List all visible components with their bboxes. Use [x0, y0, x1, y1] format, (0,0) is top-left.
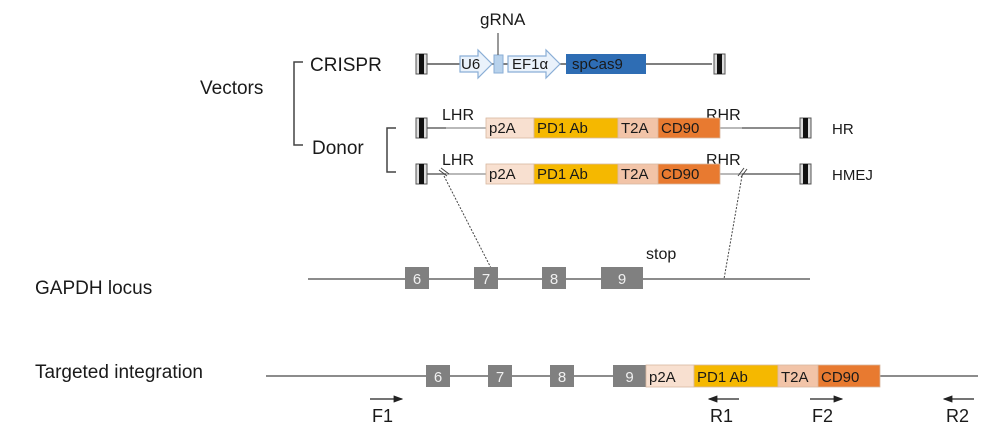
- vectors-label: Vectors: [200, 78, 263, 99]
- spcas9-box: [566, 54, 646, 74]
- homology-line-left: [443, 175, 492, 269]
- exon-7: [488, 365, 512, 387]
- cassette-label: PD1 Ab: [537, 120, 588, 137]
- grna-box: [493, 54, 504, 74]
- exon-9: [601, 267, 643, 289]
- exon-label: 7: [496, 369, 504, 386]
- cassette-label: T2A: [621, 166, 649, 183]
- exon-7: [474, 267, 498, 289]
- primer-f2: F2: [810, 395, 844, 426]
- primer-f1: F1: [370, 395, 404, 426]
- primer-r1: R1: [707, 395, 739, 426]
- exon-label: 9: [625, 369, 633, 386]
- cassette-label: p2A: [489, 166, 516, 183]
- lhr-label: LHR: [442, 107, 474, 124]
- spcas9-label: spCas9: [572, 56, 623, 73]
- cassette-segment-cd90: [817, 364, 881, 388]
- u6-label: U6: [461, 56, 480, 73]
- ef1a-label: EF1α: [512, 56, 549, 73]
- exon-8: [542, 267, 566, 289]
- exon-6: [405, 267, 429, 289]
- gapdh-locus-label: GAPDH locus: [35, 278, 152, 299]
- donor-hr-cassette: p2A PD1 Ab T2A CD90: [485, 117, 721, 139]
- exon-label: 9: [618, 271, 626, 288]
- cassette-label: T2A: [621, 120, 649, 137]
- hmej-label: HMEJ: [832, 167, 873, 184]
- primer-r2-label: R2: [946, 406, 969, 426]
- primer-f2-label: F2: [812, 406, 833, 426]
- exon-label: 7: [482, 271, 490, 288]
- cut-site-right-icon: [737, 167, 748, 178]
- stop-label: stop: [646, 246, 676, 263]
- ef1a-promoter-arrow-icon: [507, 48, 561, 80]
- gapdh-locus: 6 7 8 9 stop: [308, 246, 810, 289]
- exon-label: 6: [434, 369, 442, 386]
- lhr-label: LHR: [442, 152, 474, 169]
- grna-label: gRNA: [480, 10, 526, 29]
- targeted-integration: 6 7 8 9 p2A PD1 Ab T2A CD90: [266, 364, 978, 388]
- cassette-label: CD90: [821, 369, 859, 386]
- itr-left-icon: [415, 117, 428, 139]
- vectors-bracket: [293, 61, 303, 146]
- primer-r2: R2: [942, 395, 974, 426]
- homology-line-right: [723, 175, 743, 280]
- cassette-segment-cd90: [657, 117, 721, 139]
- itr-right-icon: [713, 53, 726, 75]
- cassette-label: p2A: [649, 369, 676, 386]
- cassette-label: CD90: [661, 120, 699, 137]
- primer-f1-label: F1: [372, 406, 393, 426]
- hr-label: HR: [832, 121, 854, 138]
- cassette-label: PD1 Ab: [697, 369, 748, 386]
- cassette-label: T2A: [781, 369, 809, 386]
- cassette-label: p2A: [489, 120, 516, 137]
- itr-right-icon: [799, 163, 812, 185]
- integrated-cassette: p2A PD1 Ab T2A CD90: [645, 364, 881, 388]
- itr-left-icon: [415, 163, 428, 185]
- crispr-label: CRISPR: [310, 55, 382, 76]
- itr-left-icon: [415, 53, 428, 75]
- cassette-segment-cd90: [657, 163, 721, 185]
- cassette-label: CD90: [661, 166, 699, 183]
- cassette-label: PD1 Ab: [537, 166, 588, 183]
- donor-bracket: [386, 127, 396, 173]
- crispr-vector: U6 gRNA EF1α spCas9: [415, 10, 726, 80]
- u6-promoter-arrow-icon: [459, 48, 493, 80]
- donor-label: Donor: [312, 138, 364, 159]
- donor-hmej-cassette: p2A PD1 Ab T2A CD90: [485, 163, 721, 185]
- exon-label: 8: [558, 369, 566, 386]
- exon-6: [426, 365, 450, 387]
- targeted-integration-label: Targeted integration: [35, 362, 203, 383]
- exon-label: 8: [550, 271, 558, 288]
- cut-site-left-icon: [438, 167, 450, 177]
- exon-8: [550, 365, 574, 387]
- exon-label: 6: [413, 271, 421, 288]
- primer-r1-label: R1: [710, 406, 733, 426]
- itr-right-icon: [799, 117, 812, 139]
- exon-9: [613, 365, 646, 387]
